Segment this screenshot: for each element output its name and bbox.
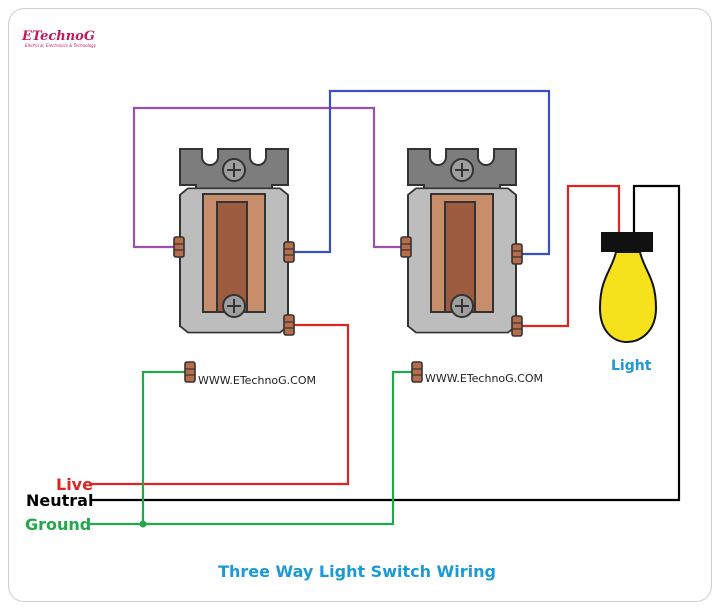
- ground-junction: [139, 520, 147, 528]
- ground-wire: [90, 370, 413, 526]
- switch-1-ground-terminal: [184, 361, 196, 383]
- switch-1-traveler-terminal-b: [283, 241, 295, 263]
- ground-wire-branch: [141, 370, 186, 524]
- switch-2-common-terminal: [511, 315, 523, 337]
- switch-2-ground-terminal: [411, 361, 423, 383]
- three-way-switch-1: WWW.ETechnoG.COM: [173, 148, 316, 387]
- etechnog-logo: ETechnoG Electrical, Electronics & Techn…: [21, 29, 97, 48]
- bulb-glass: [598, 251, 658, 344]
- switch-2-traveler-terminal-b: [511, 243, 523, 265]
- traveler-wire-2: [293, 89, 551, 256]
- ground-label: Ground: [25, 515, 91, 534]
- logo-brand: ETechnoG: [21, 29, 95, 44]
- switch-1-traveler-terminal-a: [173, 236, 185, 258]
- switch-2-watermark: WWW.ETechnoG.COM: [425, 372, 543, 385]
- bulb-holder: [601, 232, 653, 252]
- switch-1-body: [179, 148, 289, 334]
- switch-2-traveler-terminal-a: [400, 236, 412, 258]
- switch-1-watermark: WWW.ETechnoG.COM: [198, 374, 316, 387]
- logo-tagline: Electrical, Electronics & Technology: [25, 43, 97, 48]
- three-way-switch-2: WWW.ETechnoG.COM: [400, 148, 543, 385]
- light-bulb: Light: [598, 232, 658, 374]
- live-label: Live: [56, 475, 93, 494]
- switch-1-common-terminal: [283, 314, 295, 336]
- switched-live-wire: [521, 184, 621, 328]
- bulb-label: Light: [611, 358, 652, 374]
- wires: [90, 89, 681, 528]
- switch-2-body: [407, 148, 517, 334]
- live-wire: [90, 323, 350, 486]
- neutral-wire: [90, 184, 681, 502]
- traveler-wire-1: [132, 106, 402, 249]
- diagram-title: Three Way Light Switch Wiring: [218, 562, 496, 581]
- neutral-label: Neutral: [26, 491, 93, 510]
